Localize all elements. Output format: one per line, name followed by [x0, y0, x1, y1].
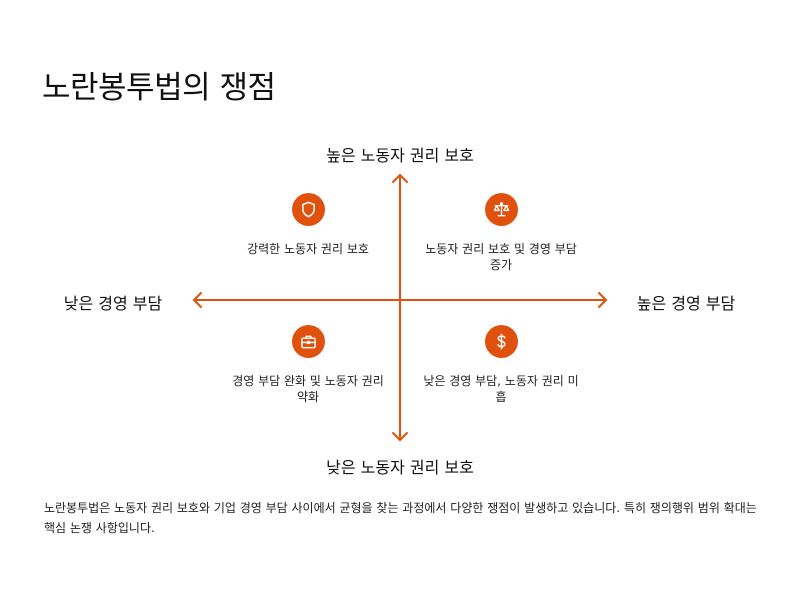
summary-text: 노란봉투법은 노동자 권리 보호와 기업 경영 부담 사이에서 균형을 찾는 과…	[44, 501, 757, 535]
page-title: 노란봉투법의 쟁점	[42, 70, 276, 106]
axis-label-right: 높은 경영 부담	[636, 294, 736, 313]
axis-arrow-right	[598, 292, 607, 308]
axis-label-bottom: 낮은 노동자 권리 보호	[326, 458, 474, 477]
shield-icon	[291, 193, 325, 226]
quadrant-bottom-left: 경영 부담 완화 및 노동자 권리 약화	[228, 325, 388, 405]
quadrant-top-right: 노동자 권리 보호 및 경영 부담 증가	[421, 193, 581, 273]
axis-arrow-down	[392, 432, 408, 441]
balance-scale-icon	[484, 193, 518, 226]
axis-arrow-left	[193, 292, 202, 308]
quadrant-top-left: 강력한 노동자 권리 보호	[228, 193, 388, 257]
axis-label-top: 높은 노동자 권리 보호	[326, 146, 474, 165]
quadrant-text: 강력한 노동자 권리 보호	[247, 242, 369, 256]
briefcase-icon	[291, 325, 325, 358]
axis-arrow-up	[392, 174, 408, 183]
quadrant-text: 낮은 경영 부담, 노동자 권리 미흡	[423, 374, 579, 404]
dollar-icon	[484, 325, 518, 358]
quadrant-text: 노동자 권리 보호 및 경영 부담 증가	[425, 242, 577, 272]
quadrant-text: 경영 부담 완화 및 노동자 권리 약화	[232, 374, 384, 404]
quadrant-bottom-right: 낮은 경영 부담, 노동자 권리 미흡	[421, 325, 581, 405]
axis-label-left: 낮은 경영 부담	[63, 294, 163, 313]
